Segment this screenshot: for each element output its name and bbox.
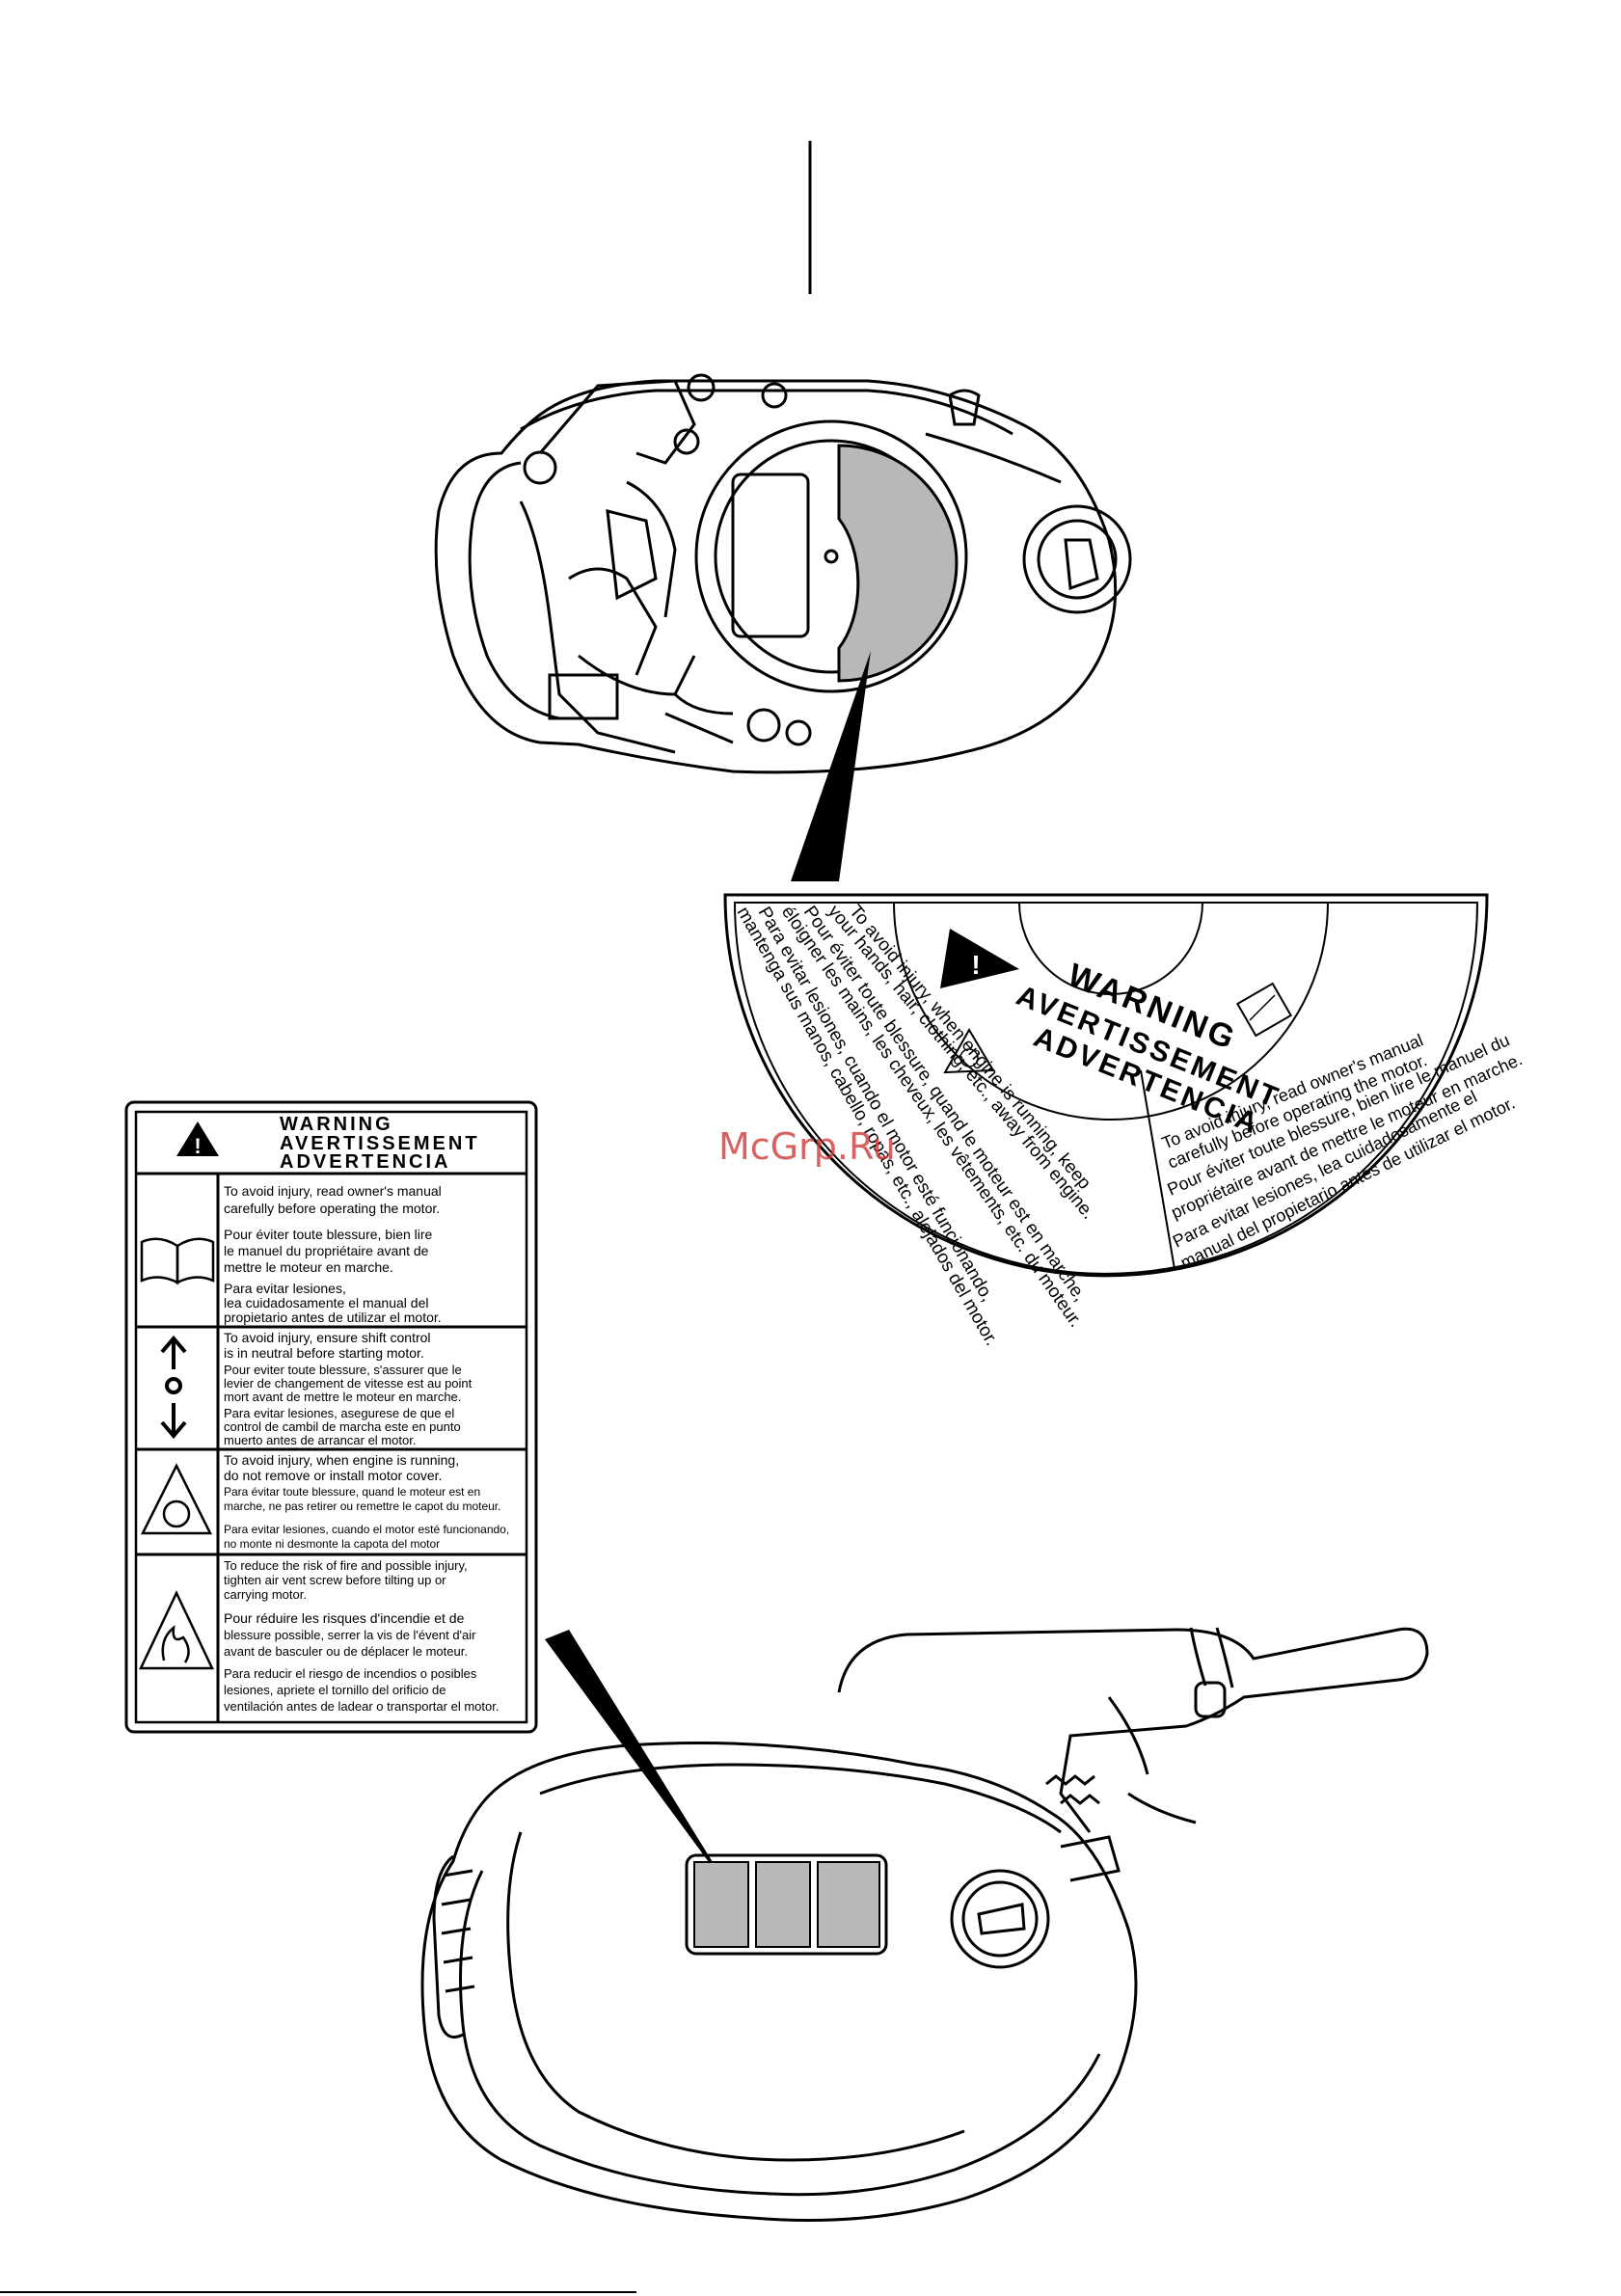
svg-text:marche, ne pas retirer ou reme: marche, ne pas retirer ou remettre le ca… — [224, 1499, 500, 1513]
svg-text:To reduce the risk of fire and: To reduce the risk of fire and possible … — [224, 1558, 468, 1573]
svg-text:le manuel du propriétaire avan: le manuel du propriétaire avant de — [224, 1243, 429, 1258]
svg-text:To avoid injury, when engine i: To avoid injury, when engine is running, — [224, 1452, 459, 1468]
svg-text:Para evitar lesiones, asegures: Para evitar lesiones, asegurese de que e… — [224, 1406, 454, 1420]
manual-book-icon — [140, 1237, 215, 1285]
rect-warning-label: ! WARNING AVERTISSEMENT ADVERTENCIA — [124, 1100, 538, 1734]
semi-label-location — [837, 444, 959, 683]
rect-section-manual: To avoid injury, read owner's manual car… — [224, 1183, 442, 1325]
engine-top-view-drawing — [434, 373, 1132, 774]
svg-text:!: ! — [194, 1134, 201, 1158]
svg-text:control de cambil de marcha es: control de cambil de marcha este en punt… — [224, 1419, 461, 1434]
rect-label-location-3 — [817, 1861, 880, 1948]
svg-text:muerto antes de arrancar el mo: muerto antes de arrancar el motor. — [224, 1433, 416, 1447]
rect-section-fire: To reduce the risk of fire and possible … — [224, 1558, 499, 1714]
rect-heading-advertencia: ADVERTENCIA — [280, 1151, 450, 1173]
pointer-wedge-bottom — [545, 1630, 733, 1895]
svg-text:lesiones, apriete el tornillo: lesiones, apriete el tornillo del orific… — [224, 1683, 446, 1697]
svg-text:carefully before operating the: carefully before operating the motor. — [224, 1201, 440, 1216]
svg-text:Para evitar lesiones,: Para evitar lesiones, — [224, 1281, 346, 1296]
svg-text:!: ! — [971, 950, 980, 980]
svg-text:mettre le moteur en marche.: mettre le moteur en marche. — [224, 1259, 393, 1275]
svg-text:do not remove or install motor: do not remove or install motor cover. — [224, 1468, 442, 1483]
svg-text:Para reducir el riesgo de ince: Para reducir el riesgo de incendios o po… — [224, 1666, 477, 1681]
rotating-part-icon — [943, 1028, 995, 1074]
warning-triangle-icon — [940, 929, 1019, 988]
svg-text:Para évitar toute blessure, qu: Para évitar toute blessure, quand le mot… — [224, 1485, 480, 1499]
svg-text:ventilación antes de ladear o: ventilación antes de ladear o transporta… — [224, 1699, 499, 1714]
svg-text:blessure possible, serrer la v: blessure possible, serrer la vis de l'év… — [224, 1628, 476, 1642]
svg-text:Para evitar lesiones, cuando e: Para evitar lesiones, cuando el motor es… — [224, 1523, 509, 1536]
rect-heading-avertissement: AVERTISSEMENT — [280, 1133, 480, 1154]
rect-section-cover: To avoid injury, when engine is running,… — [224, 1452, 509, 1551]
svg-text:Pour réduire les risques d'inc: Pour réduire les risques d'incendie et d… — [224, 1610, 465, 1626]
svg-text:To avoid injury, read owner's: To avoid injury, read owner's manual — [224, 1183, 442, 1199]
rect-heading-warning: WARNING — [280, 1114, 393, 1135]
svg-text:tighten air vent screw before: tighten air vent screw before tilting up… — [224, 1573, 446, 1587]
svg-text:levier de changement de vitess: levier de changement de vitesse est au p… — [224, 1376, 473, 1391]
svg-text:propietario antes de utilizar: propietario antes de utilizar el motor. — [224, 1310, 442, 1325]
svg-text:mort avant de mettre le moteur: mort avant de mettre le moteur en marche… — [224, 1390, 461, 1404]
svg-text:no monte ni desmonte la capota: no monte ni desmonte la capota del motor — [224, 1537, 440, 1551]
rect-label-location-1 — [693, 1861, 749, 1948]
rotating-part-icon — [140, 1463, 213, 1535]
rect-label-location-2 — [755, 1861, 811, 1948]
pointer-wedge-top — [791, 651, 871, 881]
warning-triangle-icon — [176, 1121, 219, 1156]
svg-text:avant de basculer ou de déplac: avant de basculer ou de déplacer le mote… — [224, 1644, 468, 1659]
watermark-text: McGrp.Ru — [718, 1125, 896, 1168]
shift-neutral-icon — [160, 1335, 187, 1440]
rect-section-shift: To avoid injury, ensure shift control is… — [224, 1330, 473, 1447]
fire-hazard-icon — [139, 1590, 214, 1670]
manual-book-icon — [1235, 982, 1293, 1038]
svg-text:carrying motor.: carrying motor. — [224, 1587, 307, 1602]
semi-warning-label: ! WARNING AVERTISSEMENT ADVERTENCIA To a… — [723, 893, 1526, 1349]
svg-text:lea cuidadosamente el manual d: lea cuidadosamente el manual del — [224, 1295, 428, 1310]
svg-text:Pour eviter toute blessure, s': Pour eviter toute blessure, s'assurer qu… — [224, 1363, 462, 1377]
svg-text:is in neutral before starting: is in neutral before starting motor. — [224, 1345, 424, 1361]
svg-text:To avoid injury, ensure shift: To avoid injury, ensure shift control — [224, 1330, 431, 1345]
engine-side-view-drawing — [420, 1627, 1429, 2222]
svg-text:Pour éviter toute blessure, bi: Pour éviter toute blessure, bien lire — [224, 1227, 433, 1242]
